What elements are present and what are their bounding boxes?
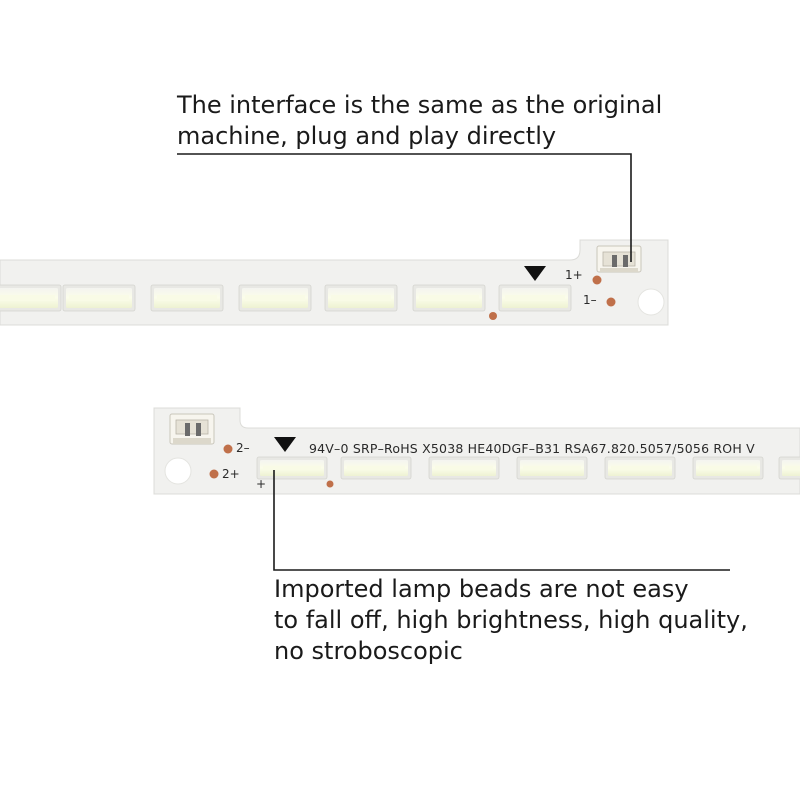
top-led-row bbox=[0, 284, 572, 312]
top-pad-positive bbox=[592, 275, 602, 285]
bottom-led-bead bbox=[256, 456, 328, 480]
bottom-pin-label-positive: 2+ bbox=[222, 467, 240, 481]
connector-callout-line bbox=[177, 153, 632, 262]
bottom-pin-label-negative: 2– bbox=[236, 441, 250, 455]
lamp-bead-callout-line bbox=[273, 470, 730, 571]
connector-caption: The interface is the same as the origina… bbox=[177, 90, 662, 152]
top-led-bead bbox=[412, 284, 486, 312]
pcb-silkscreen-text: 94V–0 SRP–RoHS X5038 HE40DGF–B31 RSA67.8… bbox=[309, 441, 755, 456]
top-via-pad bbox=[489, 312, 497, 320]
top-led-strip-board bbox=[0, 239, 669, 326]
bottom-led-bead bbox=[516, 456, 588, 480]
top-pin-label-negative: 1– bbox=[583, 293, 597, 307]
bottom-pad-negative bbox=[223, 444, 233, 454]
bottom-polarity-mark: + bbox=[256, 477, 267, 491]
lamp-bead-caption-line: to fall off, high brightness, high quali… bbox=[274, 606, 748, 634]
top-led-bead bbox=[0, 284, 62, 312]
top-pin-label-positive: 1+ bbox=[565, 268, 583, 282]
top-led-bead bbox=[238, 284, 312, 312]
bottom-led-bead bbox=[428, 456, 500, 480]
bottom-connector-icon bbox=[169, 413, 215, 445]
lamp-bead-caption-line: Imported lamp beads are not easy bbox=[274, 575, 689, 603]
top-mount-hole-icon bbox=[637, 288, 665, 316]
top-orientation-triangle-icon bbox=[524, 266, 546, 281]
bottom-orientation-triangle-icon bbox=[274, 437, 296, 452]
top-pad-negative bbox=[606, 297, 616, 307]
connector-caption-line: The interface is the same as the origina… bbox=[177, 91, 663, 119]
top-led-bead bbox=[324, 284, 398, 312]
bottom-led-bead bbox=[604, 456, 676, 480]
top-led-bead bbox=[62, 284, 136, 312]
top-led-bead bbox=[150, 284, 224, 312]
bottom-led-row bbox=[256, 456, 800, 480]
lamp-bead-caption-line: no stroboscopic bbox=[274, 637, 463, 665]
top-connector-icon bbox=[596, 245, 642, 273]
bottom-via-pad bbox=[326, 480, 334, 488]
bottom-mount-hole-icon bbox=[164, 457, 192, 485]
bottom-led-bead bbox=[778, 456, 800, 480]
bottom-led-bead bbox=[692, 456, 764, 480]
bottom-led-bead bbox=[340, 456, 412, 480]
lamp-bead-caption: Imported lamp beads are not easy to fall… bbox=[274, 574, 748, 667]
top-led-bead bbox=[498, 284, 572, 312]
bottom-pad-positive bbox=[209, 469, 219, 479]
connector-caption-line: machine, plug and play directly bbox=[177, 122, 557, 150]
